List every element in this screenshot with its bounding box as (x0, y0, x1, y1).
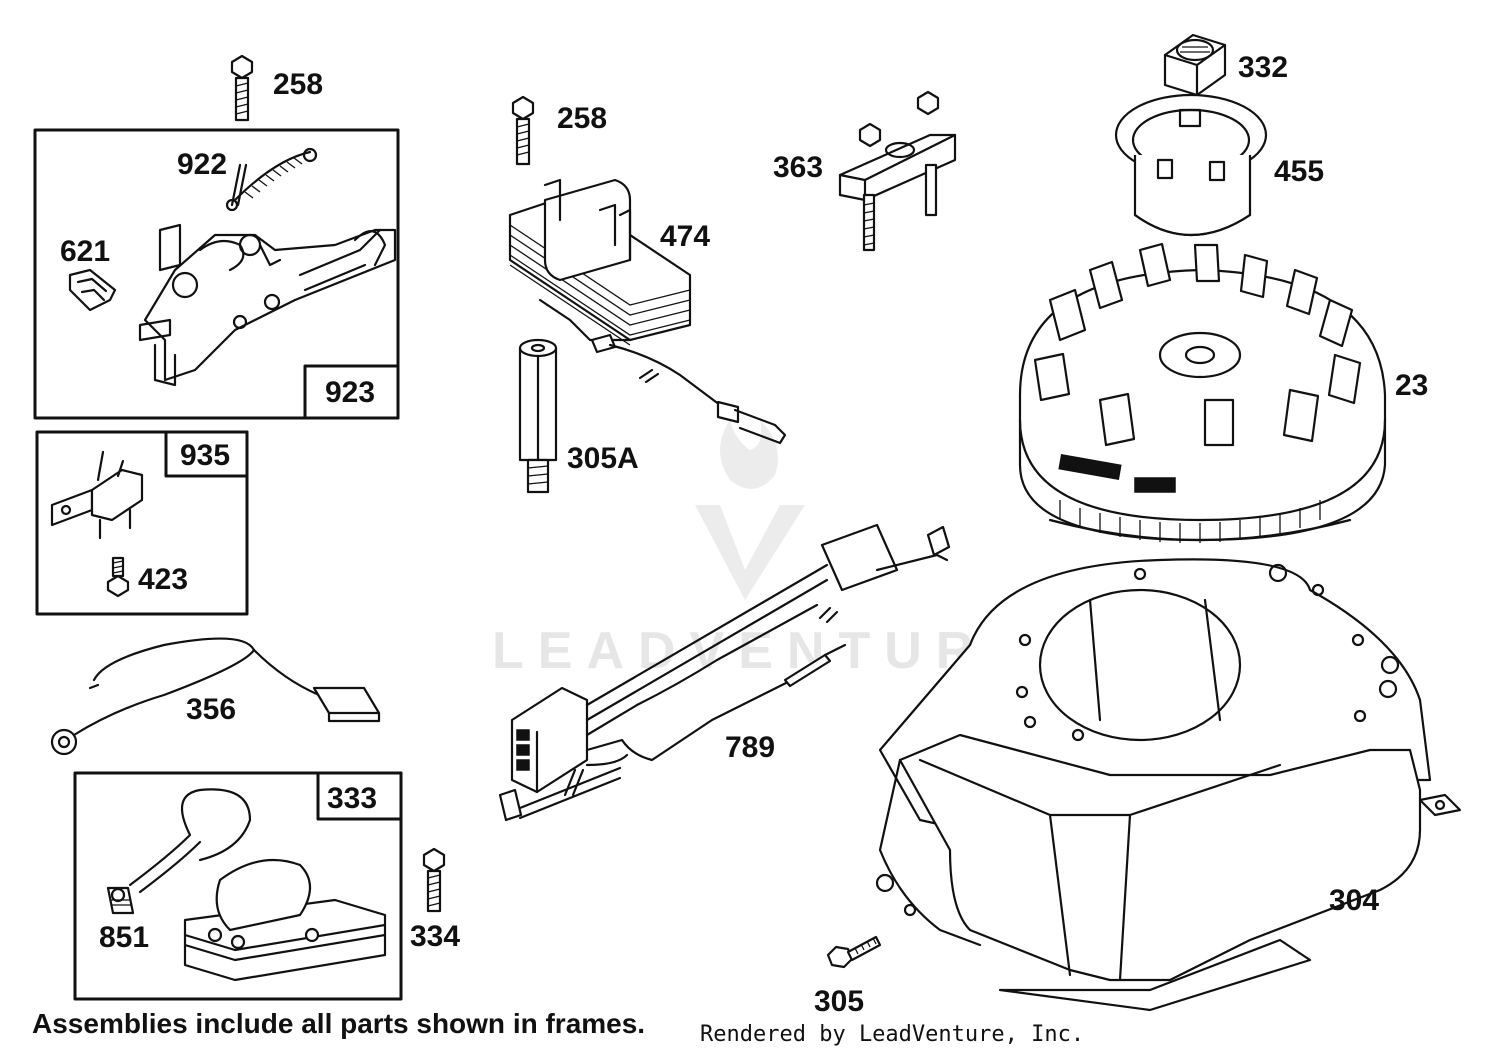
part-455-starter-cup (1114, 93, 1268, 237)
part-474-armature (508, 178, 787, 445)
label-304[interactable]: 304 (1329, 884, 1379, 917)
label-922[interactable]: 922 (177, 148, 227, 181)
frame-923 (33, 128, 400, 420)
part-851-terminal (106, 886, 135, 915)
part-935-switch (50, 450, 144, 540)
label-935[interactable]: 935 (180, 439, 230, 472)
part-334-bolt (422, 847, 446, 913)
part-789-harness (498, 523, 951, 822)
label-333[interactable]: 333 (327, 782, 377, 815)
label-334[interactable]: 334 (410, 920, 460, 953)
render-credit: Rendered by LeadVenture, Inc. (700, 1022, 1085, 1047)
label-923[interactable]: 923 (325, 376, 375, 409)
part-356-ground-wire (50, 637, 381, 756)
label-23[interactable]: 23 (1395, 369, 1428, 402)
mounting-holes (1015, 563, 1400, 742)
part-305-bolt (826, 935, 882, 969)
watermark-text: LEADVENTURE (492, 622, 1036, 680)
label-789[interactable]: 789 (725, 731, 775, 764)
flywheel-fins (1033, 242, 1362, 447)
frame-935 (35, 430, 249, 616)
part-922-spring (225, 147, 318, 212)
label-258-middle[interactable]: 258 (557, 102, 607, 135)
leadventure-watermark: LEADVENTURE (492, 420, 1036, 680)
label-474[interactable]: 474 (660, 220, 710, 253)
part-258-bolt-middle (511, 95, 535, 166)
label-258-left[interactable]: 258 (273, 68, 323, 101)
part-621-clip (68, 268, 117, 312)
label-363[interactable]: 363 (773, 151, 823, 184)
label-851[interactable]: 851 (99, 921, 149, 954)
part-423-screw (106, 556, 130, 598)
label-332[interactable]: 332 (1238, 51, 1288, 84)
part-332-nut (1163, 33, 1227, 97)
assemblies-footnote: Assemblies include all parts shown in fr… (32, 1008, 646, 1039)
label-305[interactable]: 305 (814, 985, 864, 1018)
label-455[interactable]: 455 (1274, 155, 1324, 188)
label-305a[interactable]: 305A (567, 442, 639, 475)
part-333-armature (128, 788, 387, 982)
frame-333 (73, 771, 403, 1001)
part-258-bolt-left (230, 54, 254, 122)
label-356[interactable]: 356 (186, 693, 236, 726)
part-305a-standoff (518, 338, 558, 494)
part-23-flywheel (1018, 242, 1387, 543)
part-304-blower-housing (875, 558, 1462, 1012)
part-923-control-bracket (138, 223, 397, 387)
part-363-bracket (838, 90, 957, 252)
label-621[interactable]: 621 (60, 235, 110, 268)
label-423[interactable]: 423 (138, 563, 188, 596)
